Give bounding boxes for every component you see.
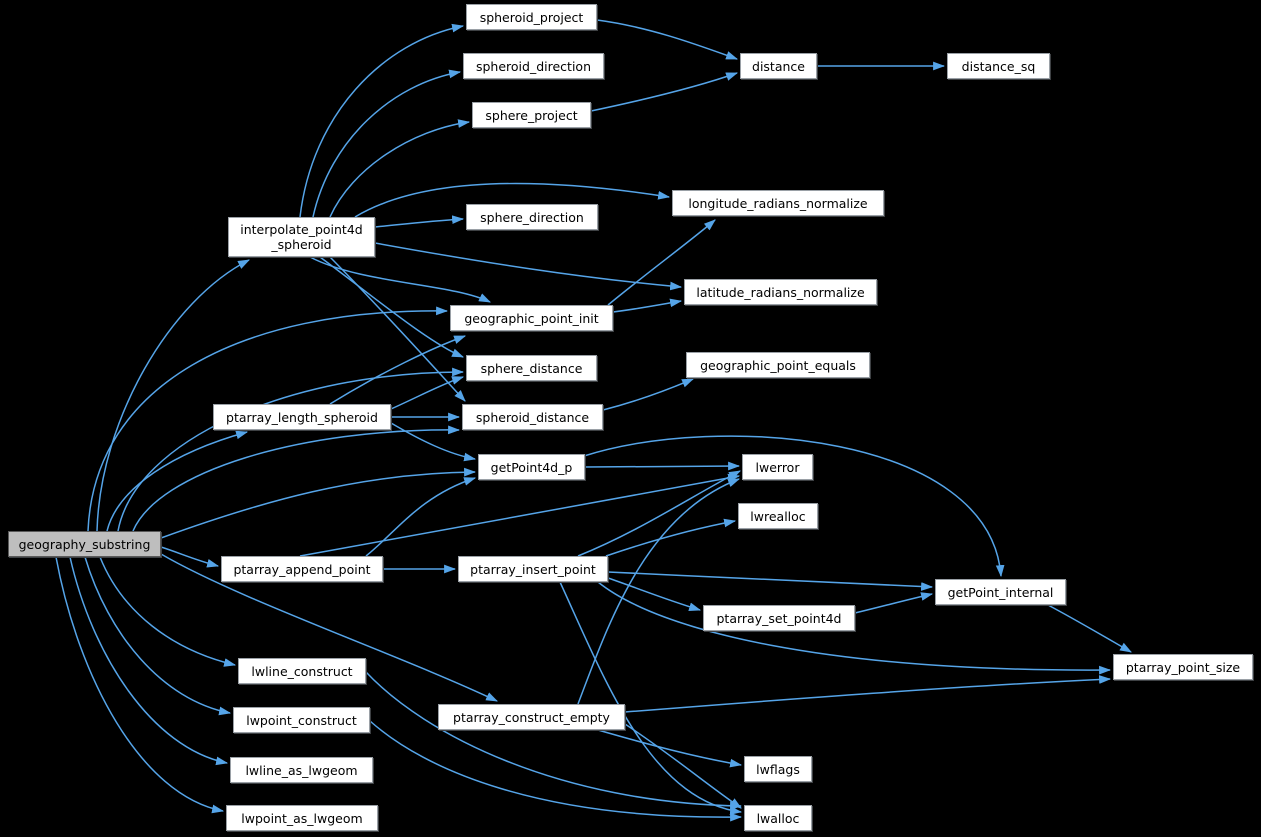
edge-interpolate_point4d_spheroid-spheroid_project bbox=[299, 23, 465, 218]
edge-geography_substring-lwline_as_lwgeom bbox=[69, 556, 229, 766]
node-longitude_radians_normalize[interactable]: longitude_radians_normalize bbox=[672, 190, 884, 216]
edge-geography_substring-ptarray_construct_empty bbox=[160, 553, 498, 702]
edge-lwpoint_construct-lwalloc bbox=[369, 720, 743, 822]
edge-geography_substring-sphere_distance bbox=[117, 367, 465, 532]
edge-geography_substring-lwline_construct bbox=[99, 556, 237, 667]
node-ptarray_length_spheroid[interactable]: ptarray_length_spheroid bbox=[213, 404, 391, 430]
node-spheroid_distance[interactable]: spheroid_distance bbox=[462, 404, 603, 430]
edge-getPoint4d_p-lwerror bbox=[584, 461, 741, 471]
node-sphere_direction[interactable]: sphere_direction bbox=[466, 204, 598, 230]
edge-getPoint4d_p-getPoint_internal bbox=[583, 435, 1005, 578]
node-distance_sq[interactable]: distance_sq bbox=[947, 53, 1050, 79]
edge-ptarray_construct_empty-lwerror bbox=[577, 478, 741, 705]
node-geographic_point_equals[interactable]: geographic_point_equals bbox=[686, 352, 870, 378]
edge-ptarray_insert_point-ptarray_set_point4d bbox=[607, 577, 702, 611]
edge-interpolate_point4d_spheroid-sphere_project bbox=[329, 119, 471, 218]
node-getPoint_internal[interactable]: getPoint_internal bbox=[935, 579, 1066, 605]
edge-ptarray_set_point4d-getPoint_internal bbox=[854, 592, 934, 614]
edge-interpolate_point4d_spheroid-spheroid_distance bbox=[329, 256, 466, 402]
edge-ptarray_insert_point-lwerror bbox=[577, 470, 741, 557]
node-geographic_point_init[interactable]: geographic_point_init bbox=[450, 305, 613, 331]
node-ptarray_append_point[interactable]: ptarray_append_point bbox=[221, 556, 383, 582]
edge-interpolate_point4d_spheroid-sphere_direction bbox=[374, 215, 465, 228]
edge-ptarray_append_point-getPoint4d_p bbox=[365, 477, 477, 557]
edge-geography_substring-interpolate_point4d_spheroid bbox=[96, 259, 250, 532]
edge-ptarray_construct_empty-lwflags bbox=[597, 729, 743, 768]
edge-interpolate_point4d_spheroid-sphere_distance bbox=[319, 256, 465, 358]
edge-interpolate_point4d_spheroid-longitude_radians_normalize bbox=[354, 182, 671, 218]
edge-ptarray_append_point-lwerror bbox=[299, 473, 741, 557]
node-ptarray_insert_point[interactable]: ptarray_insert_point bbox=[458, 556, 608, 582]
node-sphere_project[interactable]: sphere_project bbox=[472, 102, 591, 128]
node-spheroid_direction[interactable]: spheroid_direction bbox=[463, 53, 604, 79]
node-ptarray_construct_empty[interactable]: ptarray_construct_empty bbox=[438, 704, 625, 730]
edge-interpolate_point4d_spheroid-spheroid_direction bbox=[312, 69, 462, 218]
node-interpolate_point4d_spheroid[interactable]: interpolate_point4d _spheroid bbox=[228, 217, 375, 257]
edge-ptarray_length_spheroid-getPoint4d_p bbox=[390, 422, 477, 462]
edge-ptarray_insert_point-ptarray_point_size bbox=[597, 581, 1112, 675]
node-sphere_distance[interactable]: sphere_distance bbox=[466, 355, 597, 381]
node-geography_substring[interactable]: geography_substring bbox=[8, 531, 161, 557]
edge-interpolate_point4d_spheroid-geographic_point_init bbox=[309, 256, 491, 303]
edge-spheroid_distance-geographic_point_equals bbox=[602, 378, 695, 411]
edge-geography_substring-ptarray_append_point bbox=[160, 546, 220, 568]
edge-getPoint_internal-ptarray_point_size bbox=[1047, 604, 1132, 653]
edge-lwline_construct-lwalloc bbox=[365, 671, 743, 811]
edge-spheroid_project-distance bbox=[596, 19, 739, 60]
edge-ptarray_construct_empty-ptarray_point_size bbox=[624, 675, 1112, 713]
edge-geography_substring-geographic_point_init bbox=[87, 306, 449, 532]
node-getPoint4d_p[interactable]: getPoint4d_p bbox=[478, 454, 585, 480]
node-ptarray_point_size[interactable]: ptarray_point_size bbox=[1113, 654, 1253, 680]
node-latitude_radians_normalize[interactable]: latitude_radians_normalize bbox=[684, 279, 877, 305]
edge-geography_substring-getPoint4d_p bbox=[160, 467, 477, 539]
edge-interpolate_point4d_spheroid-latitude_radians_normalize bbox=[374, 242, 683, 291]
edge-ptarray_length_spheroid-sphere_distance bbox=[390, 376, 465, 410]
node-lwline_construct[interactable]: lwline_construct bbox=[238, 658, 366, 684]
node-lwpoint_construct[interactable]: lwpoint_construct bbox=[233, 707, 370, 733]
node-distance[interactable]: distance bbox=[740, 53, 817, 79]
edge-geography_substring-ptarray_length_spheroid bbox=[106, 430, 249, 532]
edge-sphere_project-distance bbox=[590, 72, 739, 112]
edge-geography_substring-lwpoint_construct bbox=[84, 556, 232, 716]
edge-geography_substring-spheroid_distance bbox=[132, 425, 461, 532]
edge-geography_substring-lwpoint_as_lwgeom bbox=[55, 556, 225, 814]
edge-ptarray_length_spheroid-geographic_point_init bbox=[329, 335, 467, 405]
edge-ptarray_construct_empty-lwalloc bbox=[624, 723, 742, 809]
edge-ptarray_insert_point-getPoint_internal bbox=[607, 571, 934, 591]
edge-geographic_point_init-longitude_radians_normalize bbox=[607, 219, 716, 306]
node-spheroid_project[interactable]: spheroid_project bbox=[466, 4, 597, 30]
edge-ptarray_insert_point-lwrealloc bbox=[605, 518, 737, 557]
node-lwpoint_as_lwgeom[interactable]: lwpoint_as_lwgeom bbox=[226, 805, 378, 831]
node-lwalloc[interactable]: lwalloc bbox=[744, 805, 812, 831]
node-ptarray_set_point4d[interactable]: ptarray_set_point4d bbox=[703, 605, 855, 631]
edge-geographic_point_init-latitude_radians_normalize bbox=[612, 298, 683, 313]
node-lwerror[interactable]: lwerror bbox=[742, 454, 813, 480]
node-lwrealloc[interactable]: lwrealloc bbox=[738, 503, 818, 529]
node-lwline_as_lwgeom[interactable]: lwline_as_lwgeom bbox=[230, 757, 373, 783]
node-lwflags[interactable]: lwflags bbox=[744, 756, 812, 782]
